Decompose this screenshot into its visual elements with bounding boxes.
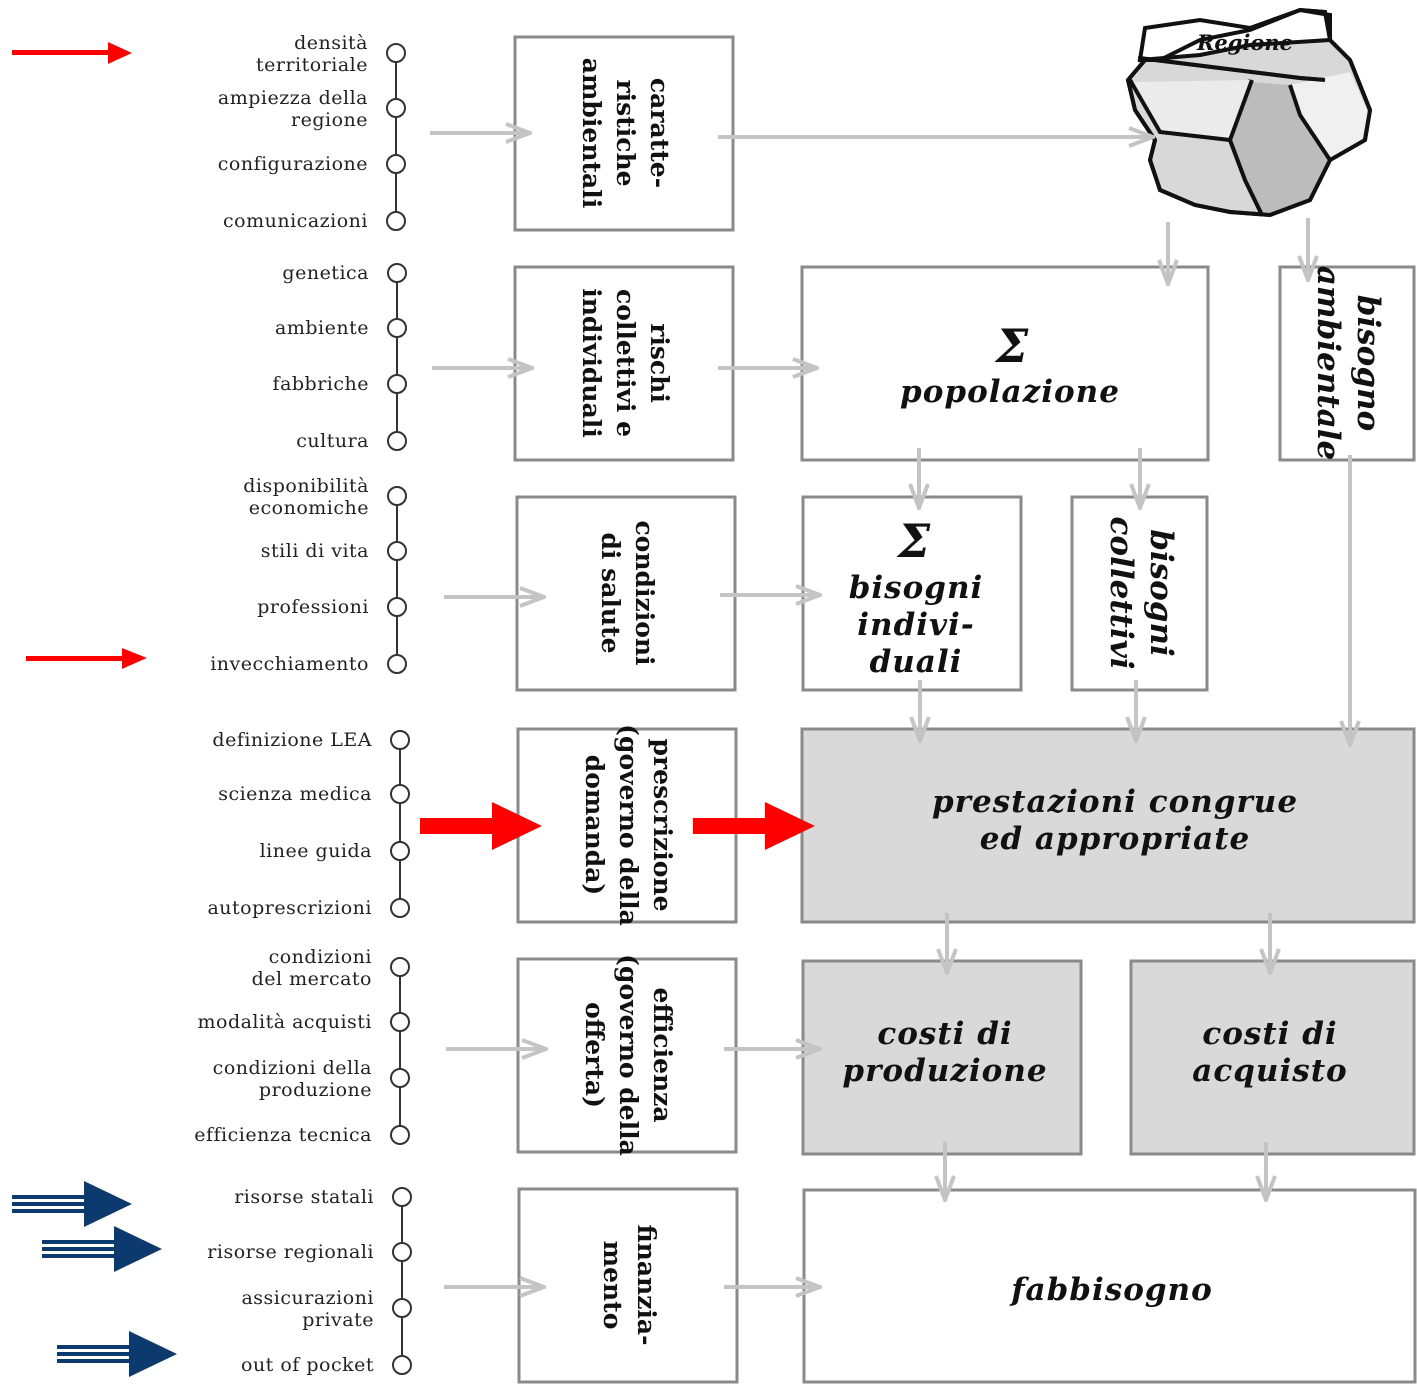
bisogno-ambientale-label: bisognoambientale [1311,266,1387,461]
factor-node [390,898,410,918]
navy-arrow-risorse-regionali [42,1226,162,1272]
factor-node [387,263,407,283]
box-fabbisogno: fabbisogno [802,1188,1417,1384]
factor-label: invecchiamento [210,653,369,675]
middle-box-label: condizionidi salute [597,520,660,665]
middle-box-finanziamento: finanzia-mento [517,1187,739,1384]
factor-label: risorse regionali [207,1241,374,1263]
sigma-symbol: Σ [896,514,931,568]
box-bisogno-ambientale: bisognoambientale [1278,265,1416,462]
factor-node [387,374,407,394]
factor-label: genetica [282,262,369,284]
region-label: Regione [1196,30,1293,55]
factor-label: out of pocket [241,1354,374,1376]
region-map: Regione [1125,7,1373,218]
factor-label: scienza medica [218,783,372,805]
factor-label: comunicazioni [223,210,368,232]
fabbisogno-label: fabbisogno [1009,1272,1213,1308]
factor-label: stili di vita [261,540,369,562]
factor-node [390,957,410,977]
factor-label: ambiente [275,317,369,339]
sigma-symbol: Σ [994,319,1029,373]
factor-label: professioni [257,596,369,618]
middle-box-label: efficienza(governo dellaofferta) [581,954,678,1156]
bisogni-collettivi-label: bisognicollettivi [1104,516,1180,669]
middle-box-label: rischicollettivi eindividuali [578,288,675,438]
factor-label: definizione LEA [212,729,372,751]
factor-group: risorse statali risorse regionali assicura… [207,1186,412,1376]
middle-box-rischi: rischicollettivi eindividuali [513,265,735,462]
box-popolazione: Σ popolazione [800,265,1210,462]
factor-node [390,1068,410,1088]
red-arrow-densita [12,42,132,64]
factor-label: risorse statali [234,1186,374,1208]
red-arrow-prescrizione-in [420,802,542,850]
factor-label: fabbriche [273,373,369,395]
factor-node [387,431,407,451]
red-arrow-prescrizione-out [693,802,815,850]
factor-label: cultura [296,430,369,452]
middle-box-condizioni-salute: condizionidi salute [515,495,737,692]
navy-arrow-risorse-statali [12,1181,132,1227]
factor-node [387,486,407,506]
factor-group: genetica ambiente fabbriche cultura [273,262,407,452]
factor-label: configurazione [218,153,368,175]
factor-label: autoprescrizioni [207,897,372,919]
factor-group: definizione LEA scienza medica linee guida… [207,729,410,919]
factor-node [392,1242,412,1262]
factor-node [387,318,407,338]
middle-box-label: prescrizione(governo delladomanda) [581,724,678,926]
factor-node [390,841,410,861]
factor-node [390,1125,410,1145]
navy-arrow-out-of-pocket [57,1331,177,1377]
factor-node [386,154,406,174]
factor-node [392,1355,412,1375]
factor-node [390,784,410,804]
popolazione-label: popolazione [900,374,1120,410]
factor-node [390,1012,410,1032]
connectors [430,133,1350,1287]
middle-box-label: finanzia-mento [599,1225,662,1346]
factor-node [392,1298,412,1318]
factor-node [387,597,407,617]
factor-node [387,541,407,561]
factor-label: efficienza tecnica [194,1124,372,1146]
factor-node [386,211,406,231]
middle-box-label: caratte-risticheambientali [578,58,675,208]
factor-node [392,1187,412,1207]
middle-box-efficienza: efficienza(governo dellaofferta) [516,954,738,1156]
factor-node [386,98,406,118]
middle-box-caratteristiche: caratte-risticheambientali [513,35,735,232]
factor-node [390,730,410,750]
factor-node [387,654,407,674]
box-bisogni-collettivi: bisognicollettivi [1070,495,1209,692]
red-arrow-invecchiamento [26,648,147,669]
factor-label: linee guida [260,840,372,862]
factor-label: modalità acquisti [197,1011,372,1033]
factor-node [386,43,406,63]
